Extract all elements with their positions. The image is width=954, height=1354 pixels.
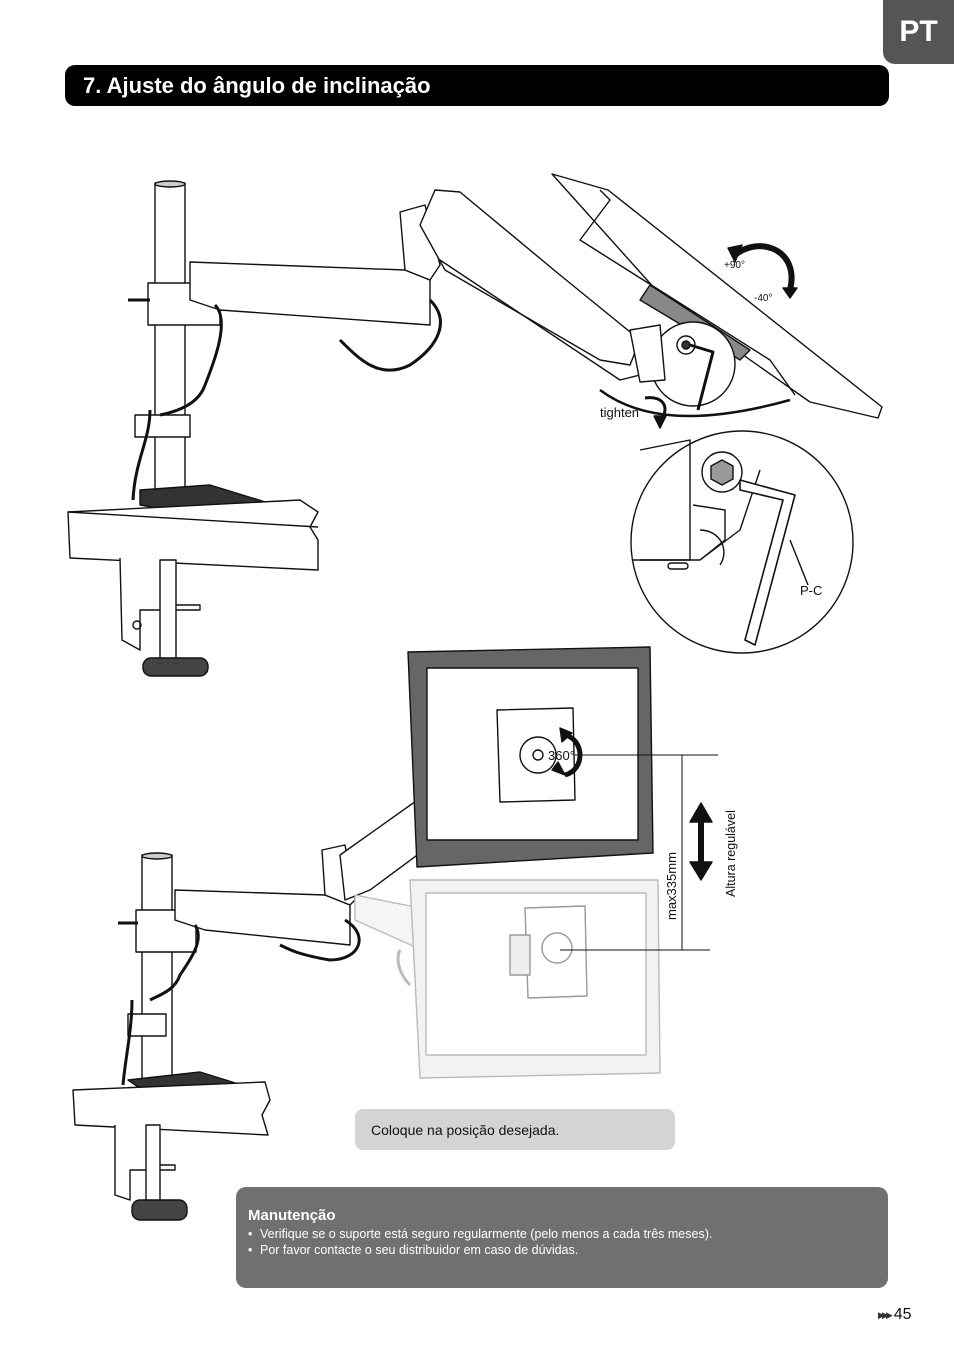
rotate-label: 360° bbox=[548, 748, 575, 763]
maintenance-item: Por favor contacte o seu distribuidor em… bbox=[248, 1242, 876, 1258]
bottom-monitor-upper bbox=[407, 646, 654, 868]
tool-label: P-C bbox=[800, 583, 822, 598]
height-arrow-icon bbox=[689, 802, 713, 881]
chevrons-icon: ▶▶▶ bbox=[878, 1309, 893, 1320]
tilt-arrow-icon bbox=[733, 243, 795, 291]
page-number: ▶▶▶ 45 bbox=[878, 1306, 912, 1324]
language-tab: PT bbox=[883, 0, 954, 64]
top-pole-assembly bbox=[67, 180, 319, 677]
maintenance-item: Verifique se o suporte está seguro regul… bbox=[248, 1226, 876, 1242]
section-title: 7. Ajuste do ângulo de inclinação bbox=[65, 65, 889, 106]
top-joint-zoom bbox=[599, 321, 791, 418]
top-arm bbox=[159, 189, 641, 417]
maintenance-box: Manutenção Verifique se o suporte está s… bbox=[236, 1187, 888, 1288]
allen-key-zoom bbox=[630, 430, 854, 654]
height-dimension bbox=[560, 754, 718, 951]
height-adjustable-label: Altura regulável bbox=[724, 810, 738, 897]
bottom-monitor-lower bbox=[409, 879, 661, 1079]
maintenance-list: Verifique se o suporte está seguro regul… bbox=[248, 1226, 876, 1258]
tilt-plus-label: +90° bbox=[724, 260, 745, 271]
tighten-label: tighten bbox=[600, 405, 639, 420]
page-number-value: 45 bbox=[893, 1306, 912, 1323]
bottom-pole-assembly bbox=[72, 852, 271, 1221]
max-height-label: max335mm bbox=[664, 852, 679, 920]
maintenance-title: Manutenção bbox=[248, 1207, 336, 1224]
position-caption: Coloque na posição desejada. bbox=[355, 1109, 675, 1150]
tilt-minus-label: -40° bbox=[754, 293, 772, 304]
